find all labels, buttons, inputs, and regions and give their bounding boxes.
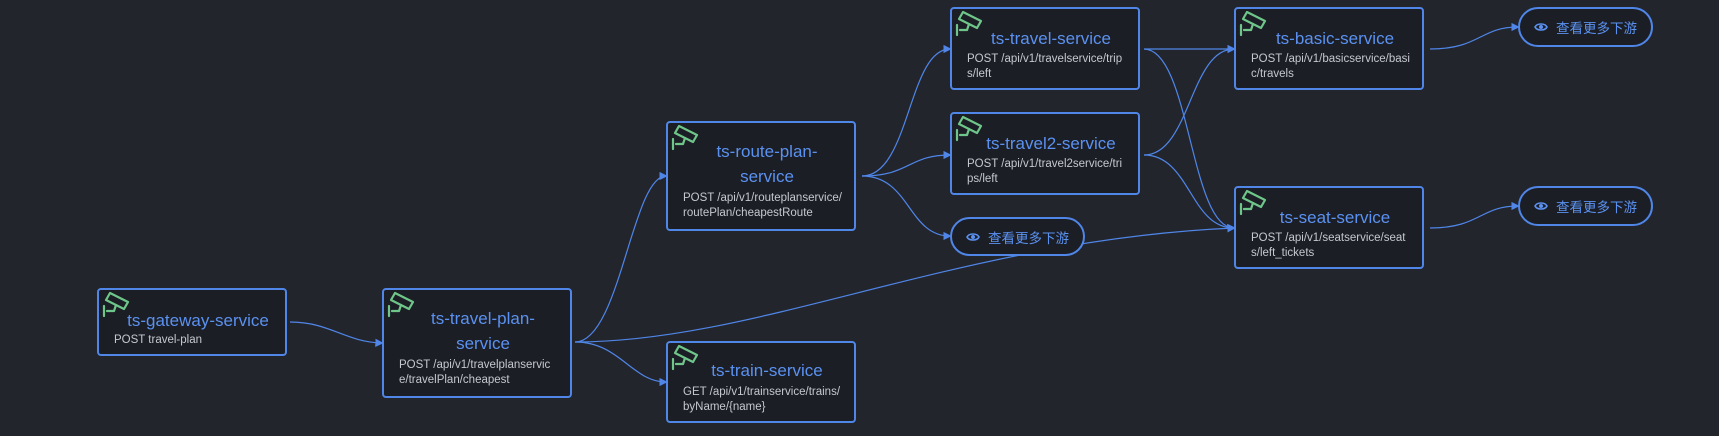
node-endpoint: GET /api/v1/trainservice/trains/byName/{… [683, 386, 841, 413]
eye-icon [1534, 202, 1548, 210]
node-title: ts-gateway-service [127, 311, 269, 330]
edge-travel-plan-to-train [574, 341, 668, 387]
node-title: ts-train-service [711, 361, 823, 380]
node-endpoint: POST /api/v1/travelplanservice/travelPla… [399, 359, 551, 386]
edge-route-plan-to-travel [861, 44, 952, 177]
node-title: ts-travel-plan- service [384, 290, 570, 356]
edge-travel-plan-to-seat [574, 224, 1236, 343]
node-endpoint: POST /api/v1/travel2service/trips/left [967, 158, 1123, 185]
node-endpoint: POST /api/v1/seatservice/seats/left_tick… [1251, 232, 1406, 259]
edge-gateway-to-travel-plan [289, 321, 384, 348]
surveillance-camera-icon [1239, 10, 1267, 37]
node-title: ts-travel2-service [986, 134, 1116, 153]
node-title: ts-travel-service [991, 29, 1111, 48]
node-train-service[interactable]: ts-train-service GET /api/v1/trainservic… [666, 341, 856, 423]
edge-travel2-to-seat [1143, 154, 1236, 233]
surveillance-camera-icon [955, 115, 983, 142]
surveillance-camera-icon [671, 344, 699, 371]
node-title: ts-basic-service [1275, 29, 1395, 48]
node-travel-plan-service[interactable]: ts-travel-plan- service POST /api/v1/tra… [382, 288, 572, 398]
node-basic-service[interactable]: ts-basic-service POST /api/v1/basicservi… [1234, 7, 1424, 90]
surveillance-camera-icon [1239, 189, 1267, 216]
node-route-plan-service[interactable]: ts-route-plan- service POST /api/v1/rout… [666, 121, 856, 231]
view-more-downstream-button[interactable]: 查看更多下游 [950, 217, 1085, 256]
view-more-downstream-button[interactable]: 查看更多下游 [1518, 186, 1653, 226]
node-travel-service[interactable]: ts-travel-service POST /api/v1/travelser… [950, 7, 1140, 90]
node-title-line: service [740, 167, 794, 186]
node-gateway-service[interactable]: ts-gateway-service POST travel-plan [97, 288, 287, 356]
node-endpoint: POST /api/v1/basicservice/basic/travels [1251, 53, 1410, 80]
edge-route-plan-to-travel2 [861, 150, 952, 177]
node-title-line: ts-route-plan- [716, 142, 818, 161]
surveillance-camera-icon [387, 291, 415, 318]
node-title-line: ts-travel-plan- [431, 309, 535, 328]
edge-seat-to-more [1429, 201, 1520, 229]
node-endpoint: POST /api/v1/routeplanservice/routePlan/… [683, 192, 842, 219]
node-title: ts-route-plan- service [668, 123, 854, 189]
edge-travel-plan-to-route-plan [574, 171, 668, 343]
view-more-label: 查看更多下游 [988, 230, 1069, 246]
node-seat-service[interactable]: ts-seat-service POST /api/v1/seatservice… [1234, 186, 1424, 269]
node-endpoint: POST /api/v1/travelservice/trips/left [967, 53, 1123, 80]
node-title-line: service [456, 334, 510, 353]
surveillance-camera-icon [955, 10, 983, 37]
node-travel2-service[interactable]: ts-travel2-service POST /api/v1/travel2s… [950, 112, 1140, 195]
node-title: ts-seat-service [1279, 208, 1391, 227]
edge-route-plan-to-more [861, 175, 952, 241]
view-more-downstream-button[interactable]: 查看更多下游 [1518, 7, 1653, 47]
edge-basic-to-more [1429, 22, 1520, 50]
eye-icon [966, 232, 980, 241]
view-more-label: 查看更多下游 [1556, 200, 1637, 215]
edge-travel2-to-basic [1143, 44, 1236, 156]
node-endpoint: POST travel-plan [114, 334, 202, 346]
surveillance-camera-icon [671, 124, 699, 151]
eye-icon [1534, 23, 1548, 31]
surveillance-camera-icon [102, 291, 130, 318]
edge-travel-to-seat [1143, 48, 1236, 233]
view-more-label: 查看更多下游 [1556, 21, 1637, 36]
